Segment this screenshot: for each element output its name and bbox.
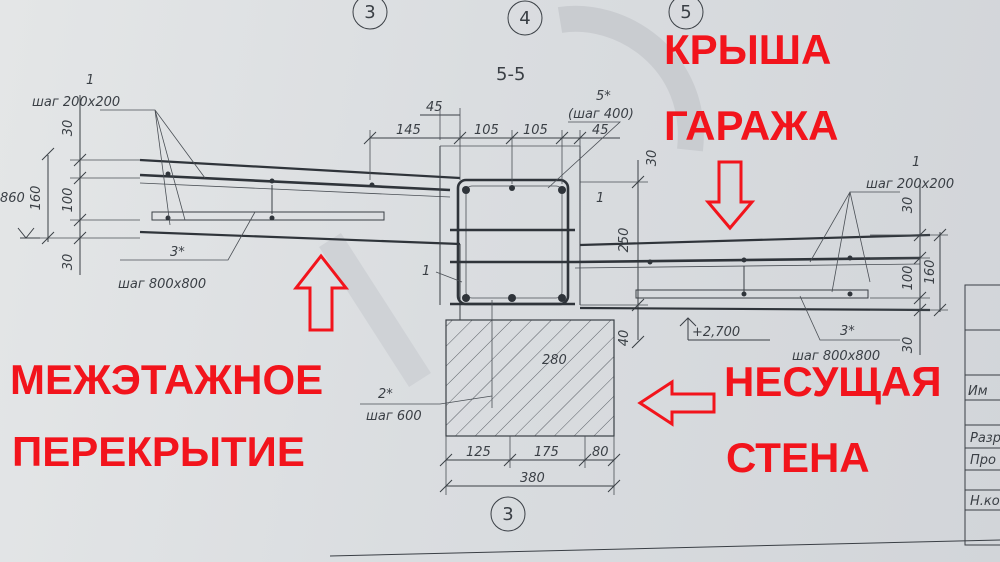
wall-rebar-mark: 2* [378, 387, 393, 402]
wall-annotation-line2: СТЕНА [726, 434, 870, 481]
svg-text:380: 380 [520, 471, 545, 486]
beam-rebar-mark-1: 1 [596, 191, 604, 206]
svg-text:145: 145 [396, 123, 421, 138]
svg-text:250: 250 [617, 228, 632, 253]
roof-annotation-line2: ГАРАЖА [664, 102, 838, 149]
left-top-rebar-mark: 1 [86, 73, 94, 88]
axis-marker-4-top: 4 [507, 0, 543, 36]
svg-text:Им: Им [968, 384, 988, 399]
left-bottom-rebar-step: шаг 800х800 [118, 277, 206, 292]
svg-text:160: 160 [29, 186, 44, 211]
beam-rebar-mark-2: 1 [422, 264, 430, 279]
ring-beam [439, 145, 581, 306]
down-arrow-icon [704, 160, 756, 231]
title-block: Им Разр Про Н.ко [964, 284, 1000, 546]
watermark-shape [319, 232, 431, 388]
level-right: +2,700 [692, 325, 740, 340]
svg-text:45: 45 [426, 100, 443, 115]
floor-annotation-line2: ПЕРЕКРЫТИЕ [12, 428, 305, 475]
axis-marker-3-top: 3 [352, 0, 388, 30]
svg-text:160: 160 [923, 260, 938, 285]
right-bottom-rebar-step: шаг 800х800 [792, 349, 880, 364]
left-bottom-rebar-mark: 3* [170, 245, 185, 260]
right-top-rebar-mark: 1 [912, 155, 920, 170]
svg-text:30: 30 [61, 120, 76, 137]
svg-text:125: 125 [466, 445, 491, 460]
svg-text:45: 45 [592, 123, 609, 138]
interfloor-slab [139, 158, 461, 320]
top-rebar-mark: 5* [596, 89, 611, 104]
left-dimension-chain: 30 100 30 160 860 [0, 95, 140, 275]
up-arrow-icon [292, 253, 350, 332]
svg-text:Н.ко: Н.ко [970, 494, 1000, 509]
svg-text:Разр: Разр [970, 431, 1000, 446]
left-top-rebar-step: шаг 200х200 [32, 95, 120, 110]
svg-text:3: 3 [364, 2, 375, 23]
floor-annotation-line1: МЕЖЭТАЖНОЕ [10, 356, 323, 403]
svg-text:3: 3 [502, 504, 513, 525]
svg-text:105: 105 [474, 123, 499, 138]
left-arrow-icon [637, 379, 716, 427]
wall-annotation-line1: НЕСУЩАЯ [724, 358, 942, 405]
svg-text:5: 5 [680, 2, 691, 23]
svg-text:30: 30 [901, 337, 916, 354]
svg-text:80: 80 [592, 445, 609, 460]
svg-text:30: 30 [61, 254, 76, 271]
wall-rebar-step: шаг 600 [366, 409, 422, 424]
svg-text:860: 860 [0, 191, 25, 206]
svg-text:Про: Про [970, 453, 996, 468]
svg-text:40: 40 [617, 330, 632, 347]
svg-text:280: 280 [542, 353, 567, 368]
beam-height-dimension: 250 30 40 [580, 150, 660, 349]
right-bottom-rebar-mark: 3* [840, 324, 855, 339]
top-rebar-step: (шаг 400) [568, 107, 634, 122]
top-dimension-chain: 145 105 105 45 45 [363, 100, 620, 184]
right-dimension-chain: 30 100 30 160 [870, 180, 948, 355]
roof-annotation-line1: КРЫША [664, 26, 831, 73]
section-title: 5-5 [496, 64, 525, 85]
right-top-rebar-step: шаг 200х200 [866, 177, 954, 192]
svg-text:100: 100 [61, 188, 76, 213]
axis-marker-3-bottom: 3 [490, 496, 526, 532]
axis-marker-5-top: 5 [668, 0, 704, 30]
svg-text:105: 105 [523, 123, 548, 138]
svg-text:4: 4 [519, 8, 530, 29]
svg-text:175: 175 [534, 445, 559, 460]
svg-text:100: 100 [901, 266, 916, 291]
bearing-wall: 280 [445, 300, 615, 437]
watermark-shape [557, 5, 704, 152]
bottom-dimension-chain: 125 175 80 380 [439, 436, 621, 495]
svg-text:30: 30 [901, 197, 916, 214]
svg-text:30: 30 [645, 150, 660, 167]
